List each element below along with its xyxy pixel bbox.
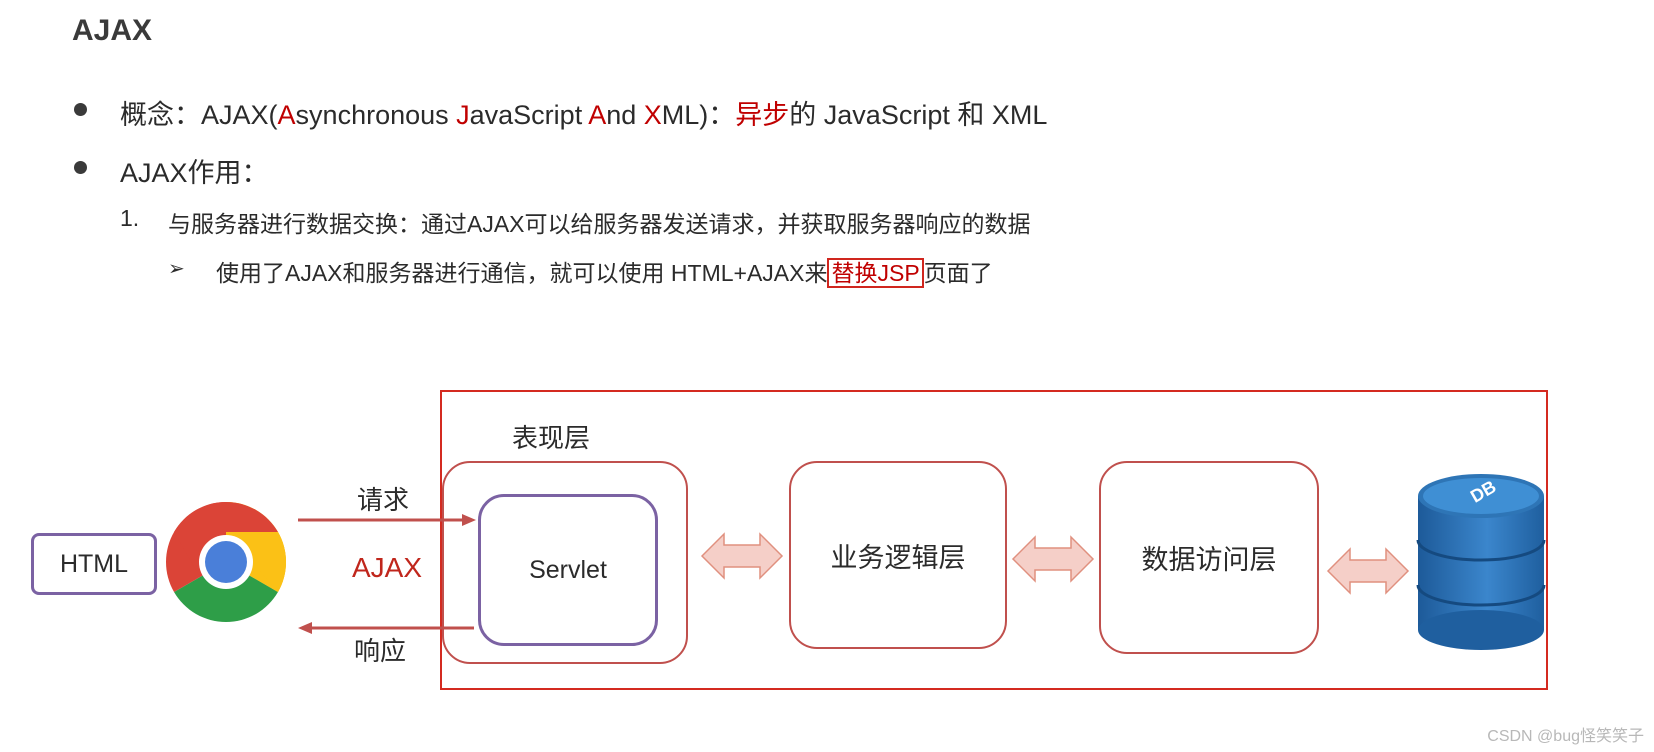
concept-suffix: 的 JavaScript 和 XML — [789, 100, 1048, 130]
business-layer-box: 业务逻辑层 — [789, 461, 1007, 649]
sub-after: 页面了 — [923, 260, 993, 286]
ajax-label: AJAX — [352, 552, 423, 583]
letter-a1: A — [277, 100, 296, 130]
concept-line: 概念：AJAX(Asynchronous JavaScript And XML)… — [120, 93, 1047, 132]
response-arrowhead — [298, 622, 312, 634]
html-box: HTML — [31, 533, 157, 595]
request-label: 请求 — [357, 485, 410, 515]
double-arrow-icon — [1326, 547, 1410, 595]
sub-before: 使用了AJAX和服务器进行通信，就可以使用 HTML+AJAX来 — [216, 260, 828, 286]
arrow-marker: ➢ — [168, 258, 185, 280]
bullet-dot — [74, 103, 87, 116]
concept-seg2: avaScript — [469, 100, 589, 130]
presentation-layer-box — [442, 461, 688, 664]
numbered-index: 1. — [120, 205, 140, 231]
concept-seg1: synchronous — [295, 100, 457, 130]
concept-seg4: ML)： — [661, 100, 736, 130]
business-layer-label: 业务逻辑层 — [830, 542, 966, 573]
concept-seg3: nd — [606, 100, 644, 130]
request-response-arrows — [298, 514, 476, 634]
replace-jsp-highlight: 替换JSP — [827, 258, 924, 288]
double-arrow-icon — [700, 532, 784, 580]
chrome-browser-icon — [166, 502, 286, 622]
letter-a2: A — [588, 100, 607, 130]
double-arrow-icon — [1011, 535, 1095, 583]
letter-x: X — [643, 100, 662, 130]
response-label: 响应 — [354, 636, 407, 666]
data-access-layer-box: 数据访问层 — [1099, 461, 1319, 654]
concept-prefix: 概念：AJAX( — [120, 100, 278, 130]
presentation-layer-label: 表现层 — [512, 423, 591, 453]
data-access-layer-label: 数据访问层 — [1141, 545, 1277, 575]
request-arrowhead — [462, 514, 476, 526]
servlet-box: Servlet — [478, 494, 658, 646]
page-title: AJAX — [72, 14, 153, 47]
server-frame — [440, 390, 1548, 690]
watermark: CSDN @bug怪笑笑子 — [1487, 728, 1644, 745]
database-icon: DB — [1416, 474, 1546, 650]
numbered-text: 与服务器进行数据交换：通过AJAX可以给服务器发送请求，并获取服务器响应的数据 — [168, 211, 1031, 237]
letter-j: J — [456, 100, 470, 130]
async-word: 异步 — [735, 100, 790, 130]
role-line: AJAX作用： — [120, 158, 269, 188]
bullet-dot — [74, 161, 87, 174]
